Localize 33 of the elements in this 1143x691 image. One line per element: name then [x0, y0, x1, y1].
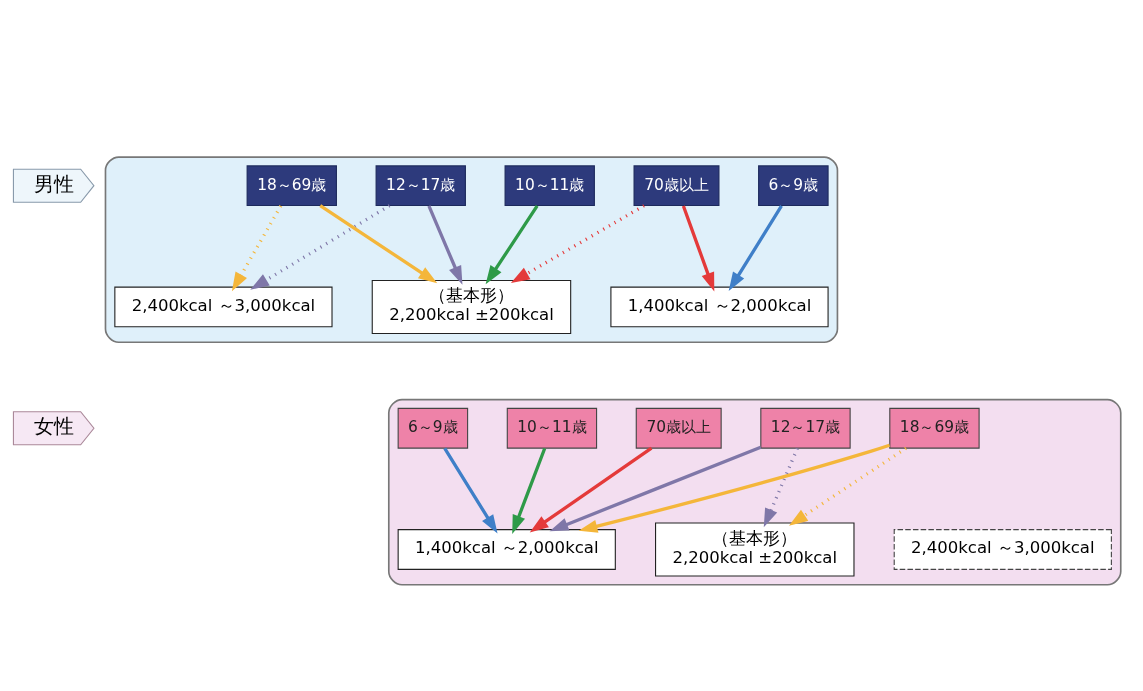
- node-box: 1,400kcal ～2,000kcal: [610, 286, 829, 328]
- arrow: [549, 445, 762, 532]
- arrow: [485, 205, 539, 285]
- arrow: [578, 443, 891, 533]
- arrow: [763, 447, 799, 528]
- node-box: 1,400kcal ～2,000kcal: [397, 529, 616, 570]
- node-box: 2,400kcal ～3,000kcal: [114, 286, 333, 328]
- node-box: 6～9歳: [397, 407, 469, 449]
- arrow: [319, 204, 438, 284]
- arrow: [250, 204, 391, 290]
- node-box: 12～17歳: [375, 165, 466, 207]
- arrow: [510, 204, 645, 283]
- node-box: 70歳以上: [635, 407, 722, 449]
- cluster: [387, 398, 1122, 586]
- node-box: 10～11歳: [506, 407, 598, 449]
- arrow: [728, 205, 783, 292]
- arrow: [512, 447, 547, 534]
- node-box: 10～11歳: [504, 165, 595, 207]
- node-box: 18～69歳: [889, 407, 980, 449]
- node-box: 70歳以上: [633, 165, 720, 207]
- node-box: 6～9歳: [758, 165, 829, 207]
- arrow: [231, 205, 283, 292]
- node-box: （基本形） 2,200kcal ±200kcal: [371, 279, 572, 334]
- arrow: [443, 447, 498, 534]
- arrow: [681, 205, 715, 292]
- node-box: 2,400kcal ～3,000kcal: [893, 529, 1112, 570]
- node-box: 12～17歳: [760, 407, 851, 449]
- arrow: [427, 205, 463, 285]
- node-box: 18～69歳: [246, 165, 337, 207]
- node-box: （基本形） 2,200kcal ±200kcal: [655, 522, 855, 577]
- arrow: [529, 446, 653, 533]
- arrow: [788, 446, 907, 526]
- cluster: [104, 156, 839, 344]
